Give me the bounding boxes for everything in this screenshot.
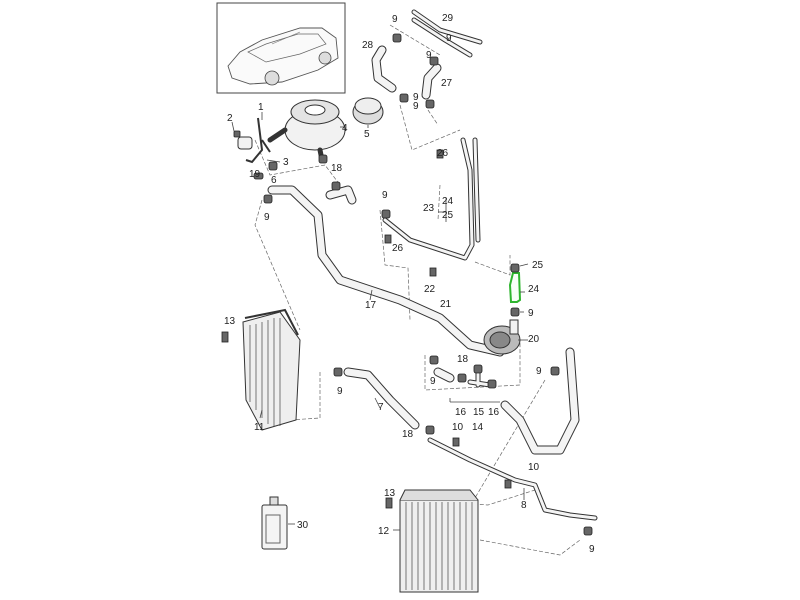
label-17: 17 <box>365 300 377 311</box>
label-28: 28 <box>362 40 374 51</box>
label-10-b: 10 <box>528 462 540 473</box>
tank-cap <box>352 97 384 125</box>
label-24-a: 24 <box>442 196 454 207</box>
label-19: 19 <box>249 169 261 180</box>
label-18-c: 18 <box>402 429 414 440</box>
label-8: 8 <box>521 500 527 511</box>
clamp <box>392 33 402 43</box>
label-18-a: 18 <box>331 163 343 174</box>
label-26-b: 26 <box>392 243 404 254</box>
t-connector <box>433 367 493 388</box>
label-9-g: 9 <box>337 386 343 397</box>
label-18-b: 18 <box>457 354 469 365</box>
label-21: 21 <box>440 299 452 310</box>
label-2: 2 <box>227 113 233 124</box>
label-10-a: 10 <box>452 422 464 433</box>
label-26-a: 26 <box>437 148 449 159</box>
label-13-a: 13 <box>224 316 236 327</box>
label-16-b: 16 <box>488 407 500 418</box>
clamps <box>221 33 593 536</box>
label-7: 7 <box>378 402 384 413</box>
label-14: 14 <box>472 422 484 433</box>
label-6: 6 <box>271 175 277 186</box>
upper-hoses <box>371 9 483 100</box>
bracket <box>237 117 271 164</box>
label-15: 15 <box>473 407 485 418</box>
label-1: 1 <box>258 102 264 113</box>
label-3: 3 <box>283 157 289 168</box>
label-30: 30 <box>297 520 309 531</box>
label-9-d: 9 <box>426 50 432 61</box>
label-9-h: 9 <box>430 376 436 387</box>
pipe-8 <box>427 437 598 521</box>
water-pump <box>483 319 521 355</box>
label-4: 4 <box>342 123 348 134</box>
label-9-f: 9 <box>382 190 388 201</box>
highlighted-hose-24[interactable] <box>508 272 522 303</box>
label-9-i: 9 <box>528 308 534 319</box>
callout-labels: 1 2 3 4 5 6 7 8 9 9 9 9 9 9 9 9 9 9 9 9 … <box>224 13 595 555</box>
hose-7 <box>343 367 420 430</box>
label-9-j: 9 <box>536 366 542 377</box>
label-9-a: 9 <box>392 14 398 25</box>
hose-right <box>500 347 580 455</box>
pipe-23 <box>382 137 481 261</box>
label-5: 5 <box>364 129 370 140</box>
guide-lines <box>254 24 581 556</box>
label-24-b: 24 <box>528 284 540 295</box>
label-16-a: 16 <box>455 407 467 418</box>
label-9-k: 9 <box>589 544 595 555</box>
label-25-a: 25 <box>442 210 454 221</box>
label-27: 27 <box>441 78 453 89</box>
label-9-c: 9 <box>413 101 419 112</box>
label-25-b: 25 <box>532 260 544 271</box>
label-22: 22 <box>424 284 436 295</box>
expansion-tank <box>267 99 346 163</box>
hose-17 <box>267 185 505 357</box>
label-9-l: 9 <box>446 33 452 44</box>
label-9-e: 9 <box>264 212 270 223</box>
label-11: 11 <box>254 422 265 433</box>
radiator-11 <box>242 308 301 431</box>
label-13-b: 13 <box>384 488 396 499</box>
radiator-12 <box>399 489 479 593</box>
coolant-bottle <box>261 496 288 550</box>
label-12: 12 <box>378 526 390 537</box>
label-20: 20 <box>528 334 540 345</box>
vehicle-thumbnail <box>216 2 346 94</box>
label-9-b: 9 <box>413 92 419 103</box>
label-29: 29 <box>442 13 454 24</box>
leader-lines <box>231 112 529 531</box>
label-23: 23 <box>423 203 435 214</box>
